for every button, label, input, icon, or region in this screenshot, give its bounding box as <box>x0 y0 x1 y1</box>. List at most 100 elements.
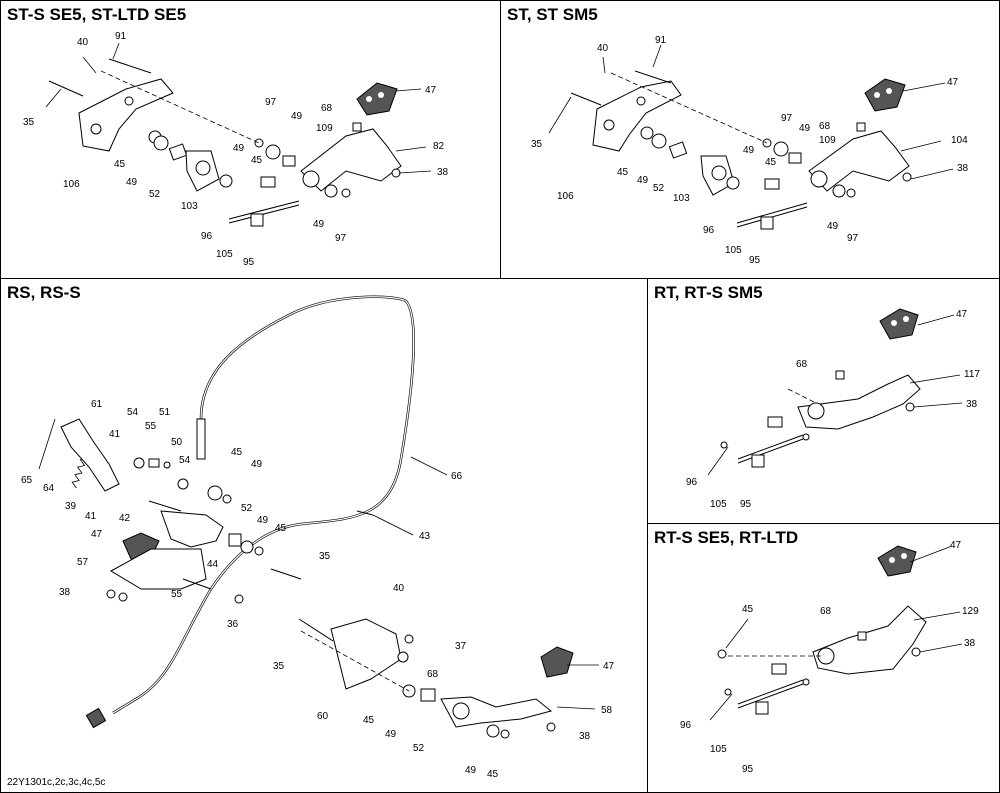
callout-number: 35 <box>23 117 35 128</box>
callout-number: 47 <box>947 77 959 88</box>
callout-number: 40 <box>77 37 89 48</box>
callout-number: 55 <box>145 421 157 432</box>
callout-number: 68 <box>819 121 831 132</box>
callout-number: 61 <box>91 399 103 410</box>
callout-number: 45 <box>487 769 499 780</box>
callout-number: 91 <box>115 31 127 42</box>
callout-number: 45 <box>275 523 287 534</box>
callout-number: 51 <box>159 407 171 418</box>
callout-number: 35 <box>319 551 331 562</box>
callout-number: 96 <box>703 225 715 236</box>
callout-number: 68 <box>427 669 439 680</box>
callout-number: 96 <box>680 720 692 731</box>
callout-number: 55 <box>171 589 183 600</box>
callout-number: 49 <box>827 221 839 232</box>
callout-number: 95 <box>243 257 255 268</box>
callout-number: 104 <box>951 135 968 146</box>
assembly-drawing: 47 45 68 129 38 96 105 95 <box>680 540 979 775</box>
panel-rt-s-se5: RT-S SE5, RT-LTD 47 45 68 129 38 <box>647 523 1000 793</box>
callout-number: 105 <box>710 744 727 755</box>
callout-number: 47 <box>950 540 962 551</box>
panel-rt-sm5: RT, RT-S SM5 47 68 117 38 96 105 95 <box>647 278 1000 524</box>
callout-number: 49 <box>257 515 269 526</box>
callout-number: 38 <box>957 163 969 174</box>
panel-title: RT-S SE5, RT-LTD <box>654 528 799 547</box>
callout-number: 45 <box>742 604 754 615</box>
callout-number: 41 <box>109 429 121 440</box>
callout-number: 40 <box>393 583 405 594</box>
callout-number: 49 <box>465 765 477 776</box>
callout-number: 49 <box>743 145 755 156</box>
callout-number: 40 <box>597 43 609 54</box>
callout-number: 103 <box>181 201 198 212</box>
callout-number: 97 <box>781 113 793 124</box>
callout-number: 54 <box>127 407 139 418</box>
panel-st-sm5: ST, ST SM5 <box>500 0 1000 279</box>
callout-number: 96 <box>201 231 213 242</box>
callout-number: 129 <box>962 606 979 617</box>
callout-number: 95 <box>742 764 754 775</box>
callout-number: 49 <box>385 729 397 740</box>
brake-pedal-pad-icon <box>877 545 917 577</box>
callout-number: 35 <box>273 661 285 672</box>
callout-number: 106 <box>63 179 80 190</box>
bracket-part <box>78 78 174 152</box>
callout-number: 38 <box>966 399 978 410</box>
callout-number: 60 <box>317 711 329 722</box>
panel-rs: RS, RS-S <box>0 278 648 793</box>
callout-number: 50 <box>171 437 183 448</box>
brake-pedal-pad-icon <box>540 646 574 678</box>
callout-number: 45 <box>114 159 126 170</box>
callout-number: 47 <box>91 529 103 540</box>
callout-number: 117 <box>964 369 980 380</box>
callout-number: 44 <box>207 559 219 570</box>
callout-number: 103 <box>673 193 690 204</box>
callout-number: 58 <box>601 705 613 716</box>
pedal-arm <box>300 128 402 192</box>
callout-number: 39 <box>65 501 77 512</box>
callout-number: 49 <box>637 175 649 186</box>
callout-number: 49 <box>126 177 138 188</box>
panel-title: RT, RT-S SM5 <box>654 283 763 302</box>
callout-number: 52 <box>149 189 161 200</box>
panel-title: RS, RS-S <box>7 283 81 302</box>
panel-st-s-se5: ST-S SE5, ST-LTD SE5 <box>0 0 501 279</box>
assembly-drawing: 40 91 35 106 45 49 52 103 97 49 45 68 10… <box>23 31 449 268</box>
callout-number: 105 <box>216 249 233 260</box>
callout-number: 68 <box>796 359 808 370</box>
callout-number: 38 <box>964 638 976 649</box>
callout-number: 49 <box>233 143 245 154</box>
callout-number: 52 <box>413 743 425 754</box>
callout-number: 96 <box>686 477 698 488</box>
brake-pedal-pad-icon <box>864 78 906 112</box>
callout-number: 47 <box>603 661 615 672</box>
assembly-drawing: 40 91 35 106 45 49 52 103 97 49 45 68 10… <box>531 35 969 266</box>
callout-number: 35 <box>531 139 543 150</box>
spring-icon <box>38 418 88 489</box>
callout-number: 95 <box>749 255 761 266</box>
callout-number: 97 <box>265 97 277 108</box>
brake-pedal-pad-icon <box>356 82 398 116</box>
callout-number: 45 <box>765 157 777 168</box>
callout-number: 47 <box>425 85 437 96</box>
callout-number: 52 <box>653 183 665 194</box>
callout-number: 38 <box>437 167 449 178</box>
callout-number: 41 <box>85 511 97 522</box>
callout-number: 64 <box>43 483 55 494</box>
diagram-code: 22Y1301c,2c,3c,4c,5c <box>7 777 106 788</box>
callout-number: 54 <box>179 455 191 466</box>
callout-number: 36 <box>227 619 239 630</box>
callout-number: 45 <box>363 715 375 726</box>
callout-number: 97 <box>847 233 859 244</box>
callout-number: 45 <box>617 167 629 178</box>
brake-pedal-pad-icon <box>879 308 919 340</box>
panel-title: ST, ST SM5 <box>507 5 598 24</box>
callout-number: 68 <box>820 606 832 617</box>
callout-number: 49 <box>799 123 811 134</box>
callout-number: 49 <box>251 459 263 470</box>
callout-number: 66 <box>451 471 463 482</box>
callout-number: 37 <box>455 641 467 652</box>
callout-number: 49 <box>313 219 325 230</box>
callout-number: 82 <box>433 141 445 152</box>
